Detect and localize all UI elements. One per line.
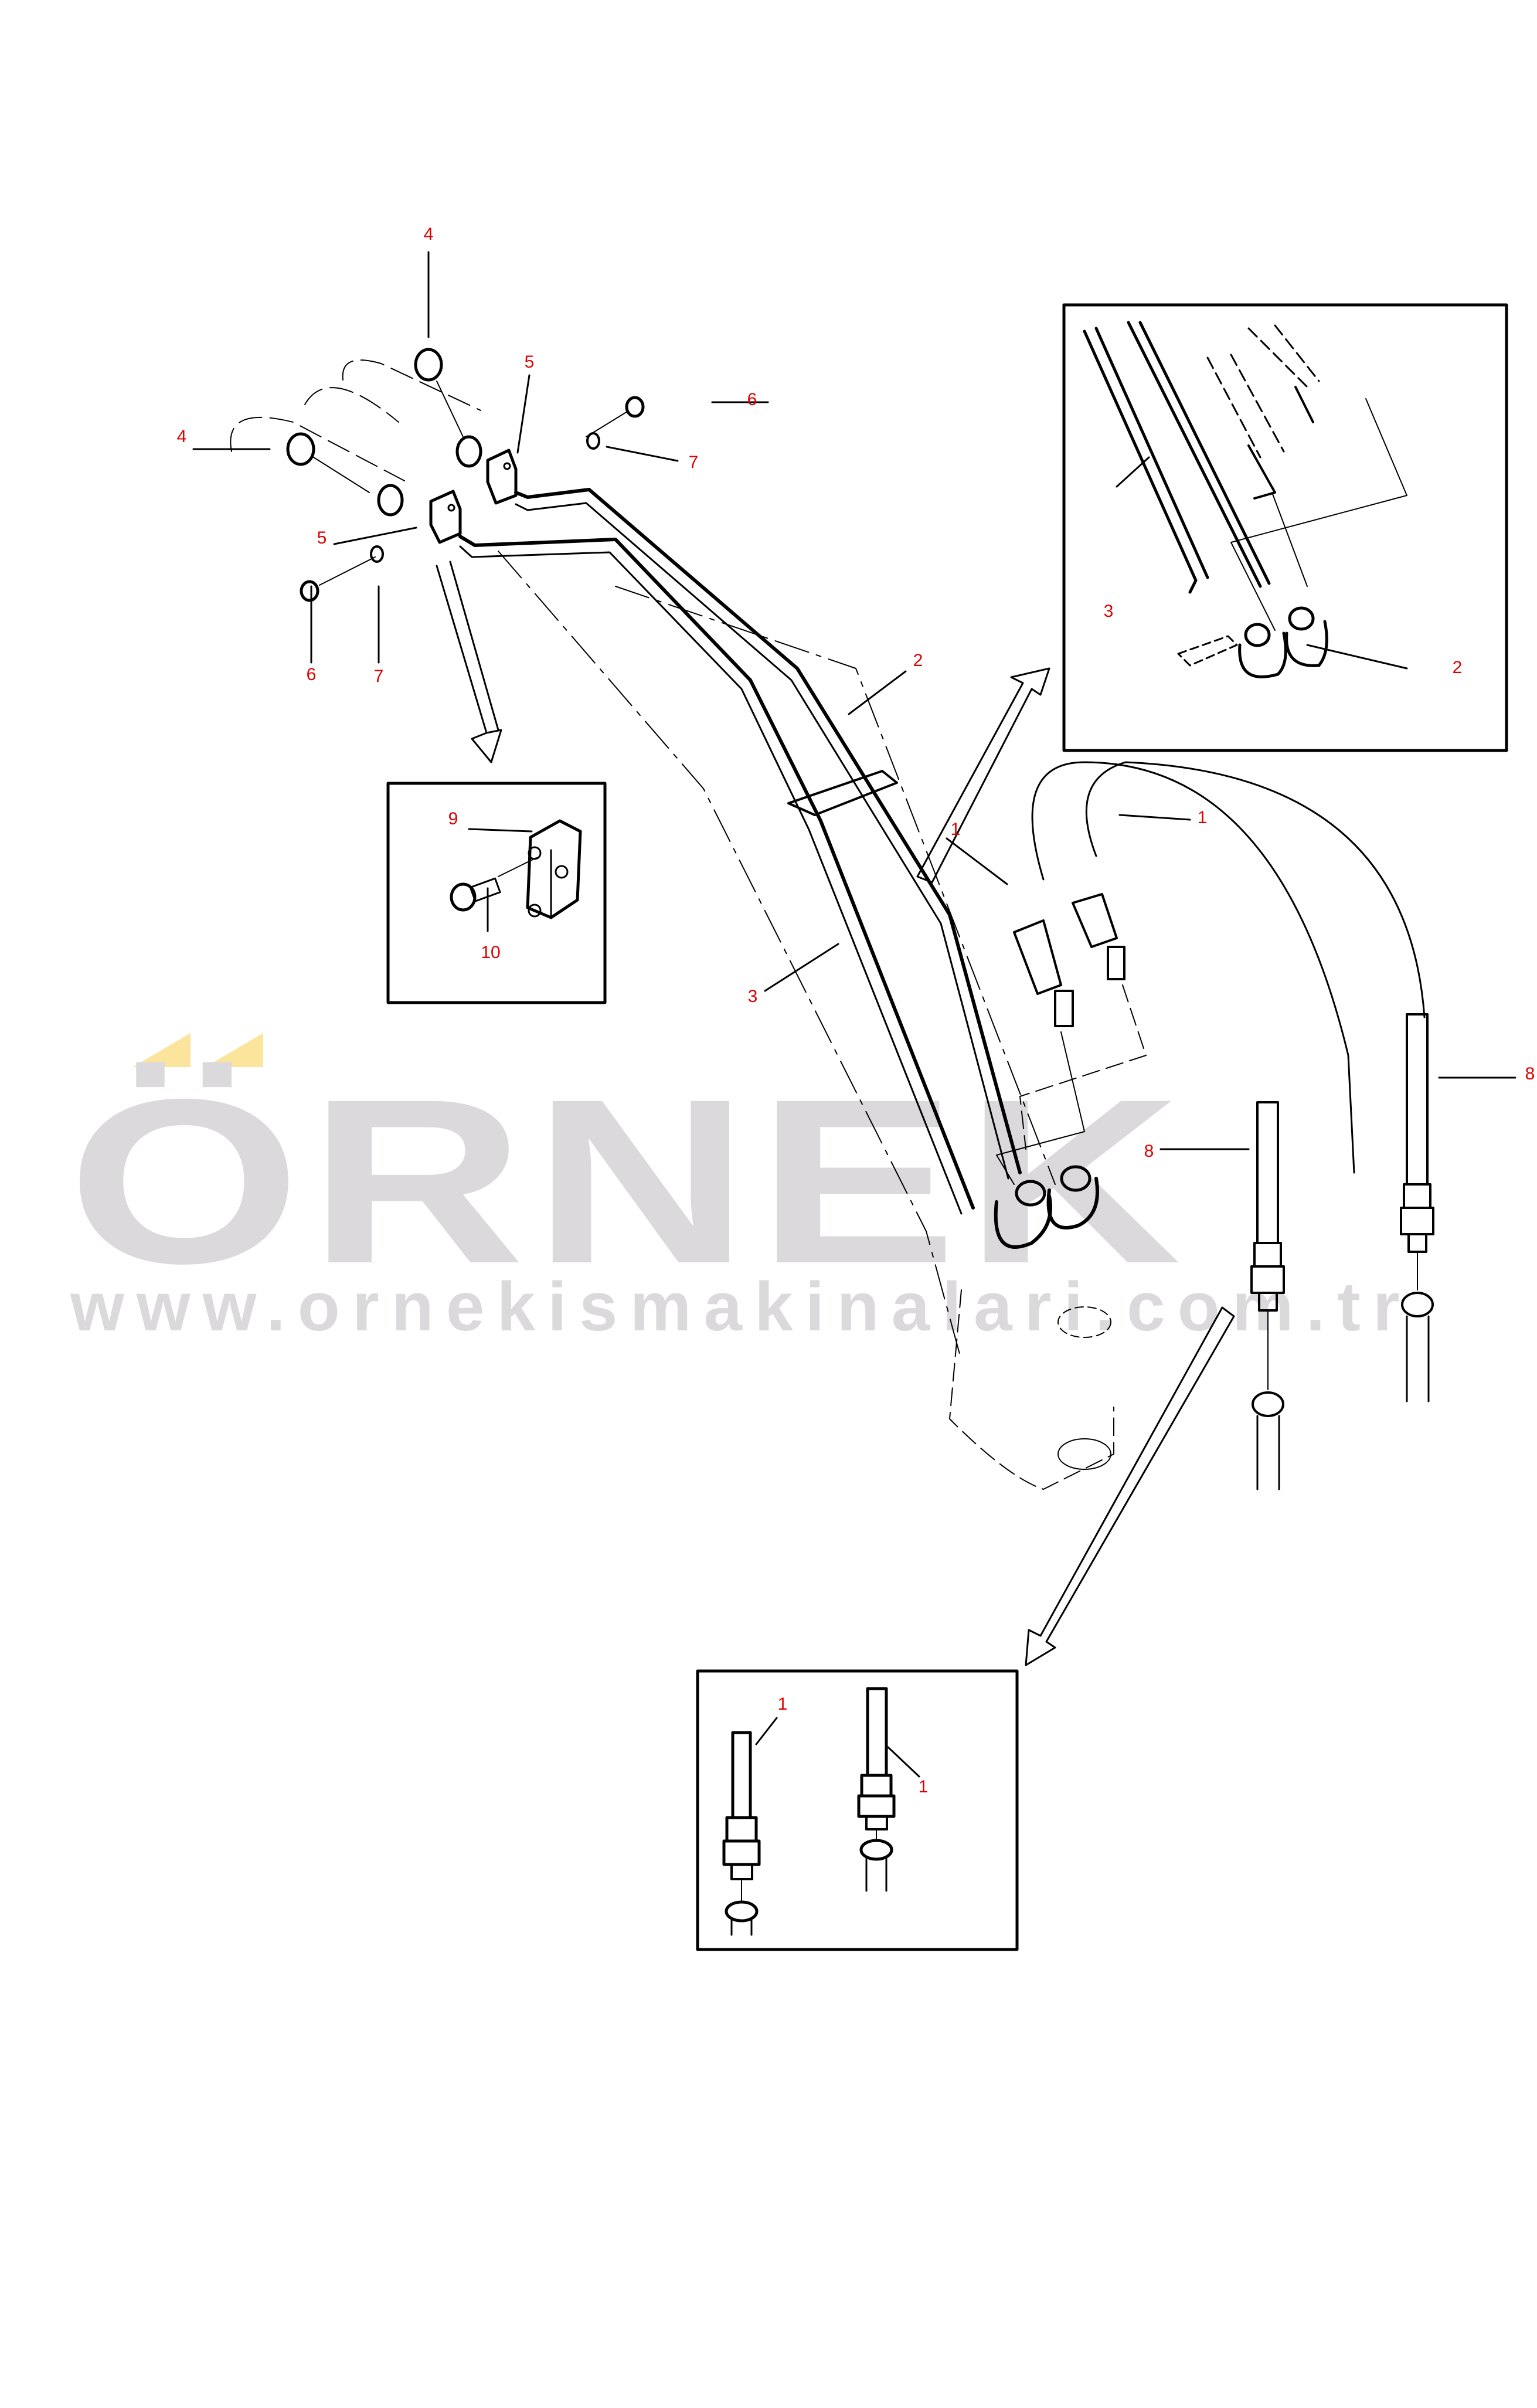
callout-4: 4 <box>423 225 434 244</box>
callout-2: 2 <box>913 651 923 670</box>
clamp-icon <box>486 449 518 505</box>
hose-fitting-icon <box>1013 919 1074 1027</box>
nut-icon <box>286 432 370 493</box>
arrow-icon <box>916 667 1050 884</box>
watermark-brand: ÖRNEK <box>67 1050 1189 1312</box>
clamp-icon <box>429 490 462 544</box>
pin-boss-icon <box>1057 1306 1111 1338</box>
callout-1: 1 <box>918 1777 929 1796</box>
hose-icon <box>1250 1101 1285 1490</box>
callout-4: 4 <box>176 427 187 446</box>
clamp-icon <box>787 770 898 816</box>
nut-icon <box>414 348 464 437</box>
bolt-icon <box>300 556 376 602</box>
pin-boss-icon <box>1057 1438 1111 1470</box>
callout-1: 1 <box>1197 808 1208 827</box>
callout-5: 5 <box>317 528 327 548</box>
arrow-icon <box>436 561 502 763</box>
callout-8: 8 <box>1525 1064 1535 1084</box>
clamp-block-icon <box>526 819 582 919</box>
callout-8: 8 <box>1144 1142 1154 1161</box>
nut-icon <box>1244 623 1271 647</box>
nut-icon <box>1060 1165 1091 1192</box>
screw-icon <box>450 882 477 912</box>
callout-10: 10 <box>481 943 501 962</box>
boom-pipes <box>458 488 1114 1490</box>
callout-2: 2 <box>1452 658 1463 677</box>
callout-9: 9 <box>448 809 458 828</box>
callout-7: 7 <box>373 667 384 686</box>
pipe-bend-icon <box>1046 1177 1099 1230</box>
callout-6: 6 <box>306 665 317 684</box>
hose-icon <box>1400 1013 1434 1402</box>
arrow-icon <box>1025 1306 1235 1666</box>
clamp-detail-box <box>386 782 607 1004</box>
callout-3: 3 <box>1103 602 1114 621</box>
nut-icon <box>1288 606 1315 631</box>
nut-icon <box>859 1839 893 1861</box>
nut-icon <box>455 435 482 468</box>
top-fittings-group <box>192 251 769 664</box>
nut-icon <box>1401 1292 1434 1317</box>
nut-icon <box>725 1900 759 1923</box>
bolt-icon <box>586 396 645 437</box>
callout-5: 5 <box>524 352 535 372</box>
watermark-url: www.ornekismakinalari.com.tr <box>70 1268 1412 1346</box>
callout-1: 1 <box>950 820 961 839</box>
nut-icon <box>377 484 404 517</box>
callout-1: 1 <box>777 1694 788 1714</box>
nut-icon <box>1015 1180 1046 1207</box>
callout-3: 3 <box>747 987 758 1006</box>
hose-fitting-icon <box>1072 893 1125 980</box>
hose-end-detail-box <box>696 1669 1019 1951</box>
washer-icon <box>586 432 600 450</box>
callout-6: 6 <box>747 390 757 409</box>
pipe-end-detail-box <box>1062 303 1508 752</box>
watermark-accent-icon <box>132 1033 263 1067</box>
washer-icon <box>370 545 384 563</box>
hoses <box>946 761 1516 1490</box>
nut-icon <box>1252 1391 1284 1417</box>
callout-7: 7 <box>688 453 699 472</box>
